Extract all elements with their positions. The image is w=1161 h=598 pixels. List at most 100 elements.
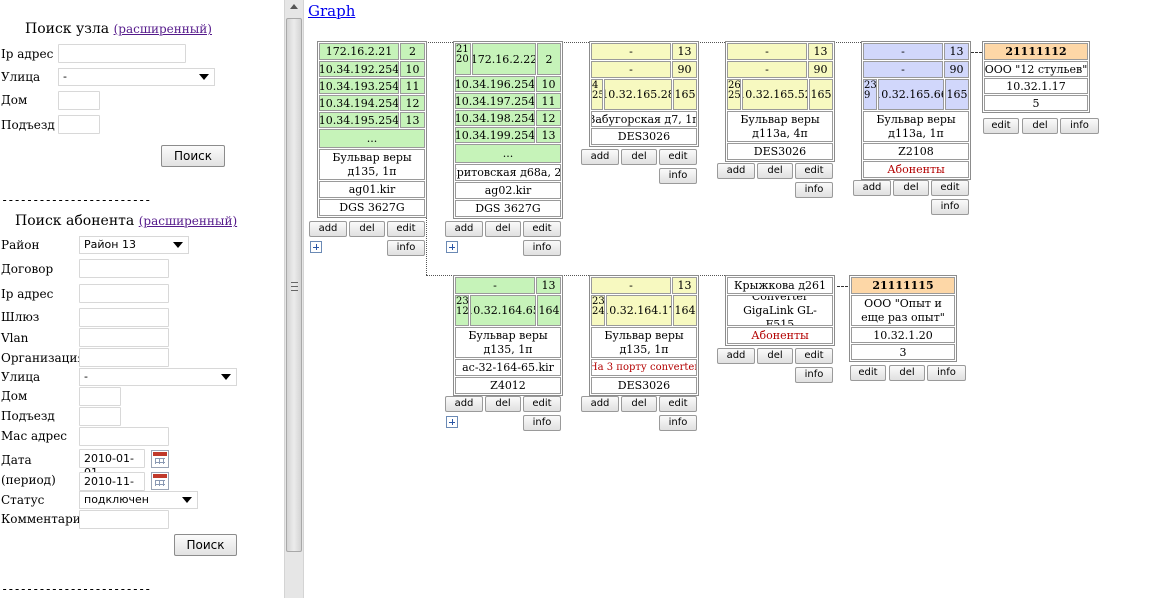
switch-model: DES3026 [591,377,697,394]
contract-input[interactable] [79,259,169,278]
node-street-select[interactable]: - [58,68,215,86]
del-button[interactable]: del [621,396,657,412]
subscribers-link[interactable]: Абоненты [863,161,969,178]
scroll-up-arrow-icon[interactable] [290,4,298,9]
mac-input[interactable] [79,427,169,446]
graph-link[interactable]: Graph [308,2,356,20]
uplink-ip: - [455,277,535,294]
info-button[interactable]: info [927,365,966,381]
node-entrance-label: Подъезд [1,118,55,132]
switch-ip: 172.16.2.21 [319,43,399,60]
switch-vlan: 165 [809,79,833,110]
uplink-ip: - [863,43,943,60]
node-ip-input[interactable] [58,44,186,63]
switch-ip: 10.32.165.52 [742,79,808,110]
gateway-input[interactable] [79,308,169,327]
switch-hostname: ag02.kir [455,182,561,199]
subscribers-link[interactable]: Абоненты [727,327,833,344]
port-a: 21 [456,44,469,55]
add-button[interactable]: add [717,163,755,179]
scrollbar-thumb[interactable] [286,18,302,552]
date-from-input[interactable]: 2010-01-01 [79,449,145,479]
expand-plus-icon[interactable] [446,416,458,428]
info-button[interactable]: info [659,168,697,184]
uplink-vlan: 90 [672,61,697,78]
add-button[interactable]: add [445,221,483,237]
info-button[interactable]: info [795,367,833,383]
edit-button[interactable]: edit [931,180,969,196]
add-button[interactable]: add [581,396,619,412]
edit-button[interactable]: edit [659,149,697,165]
vlan-input[interactable] [79,328,169,347]
del-button[interactable]: del [757,348,793,364]
info-button[interactable]: info [523,240,561,256]
del-button[interactable]: del [621,149,657,165]
info-button[interactable]: info [795,182,833,198]
switch-address: Бульвар веры д113а, 4п [727,111,833,142]
add-button[interactable]: add [717,348,755,364]
del-button[interactable]: del [1022,118,1058,134]
node-search-button[interactable]: Поиск [161,145,225,167]
del-button[interactable]: del [485,221,521,237]
node-search-extended-link[interactable]: (расширенный) [113,22,212,36]
subnet-vlan: 13 [400,112,425,128]
info-button[interactable]: info [931,199,969,215]
node-entrance-input[interactable] [58,115,100,134]
subscriber-entrance-input[interactable] [79,407,121,426]
edit-button[interactable]: edit [523,396,561,412]
add-button[interactable]: add [853,180,891,196]
comment-input[interactable] [79,510,169,529]
add-button[interactable]: add [445,396,483,412]
expand-plus-icon[interactable] [310,241,322,253]
subscriber-id: 21111115 [851,277,955,294]
edit-button[interactable]: edit [850,365,886,381]
subscriber-search-extended-link[interactable]: (расширенный) [138,214,238,228]
edit-button[interactable]: edit [795,348,833,364]
edit-button[interactable]: edit [983,118,1019,134]
subscriber-house-input[interactable] [79,387,121,406]
uplink-vlan: 90 [944,61,969,78]
converter-address: Крыжкова д261 [727,277,833,294]
subnet-gateway: 10.34.199.254 [455,127,535,143]
edit-button[interactable]: edit [795,163,833,179]
subscriber-ip: 10.32.1.20 [851,327,955,343]
expand-plus-icon[interactable] [446,241,458,253]
date-to-input[interactable]: 2010-11-16 [79,472,145,502]
calendar-icon[interactable] [151,472,169,490]
del-button[interactable]: del [349,221,385,237]
calendar-icon[interactable] [151,450,169,468]
del-button[interactable]: del [485,396,521,412]
del-button[interactable]: del [889,365,925,381]
del-button[interactable]: del [757,163,793,179]
switch-model: DES3026 [727,143,833,160]
organization-input[interactable] [79,348,169,367]
edit-button[interactable]: edit [659,396,697,412]
node-ip-label: Ip адрес [1,47,54,61]
uplink-ip: - [591,61,671,78]
district-select[interactable]: Район 13 [79,236,189,254]
switch-vlan: 164 [537,295,561,326]
info-button[interactable]: info [523,415,561,431]
info-button[interactable]: info [387,240,425,256]
connector [971,52,982,53]
subscriber-search-button[interactable]: Поиск [174,534,237,556]
del-button[interactable]: del [893,180,929,196]
status-label: Статус [1,493,45,507]
subscriber-ip-input[interactable] [79,284,169,303]
add-button[interactable]: add [581,149,619,165]
status-select[interactable]: подключен [79,491,198,509]
district-select-value: Район 13 [84,238,136,251]
subscriber-street-select[interactable]: - [79,368,237,386]
subscriber-street-label: Улица [1,370,41,384]
subscriber-id: 21111112 [984,43,1088,60]
edit-button[interactable]: edit [387,221,425,237]
info-button[interactable]: info [659,415,697,431]
uplink-ip: - [863,61,943,78]
connector [698,275,725,276]
info-button[interactable]: info [1060,118,1099,134]
node-house-input[interactable] [58,91,100,110]
add-button[interactable]: add [309,221,347,237]
edit-button[interactable]: edit [523,221,561,237]
